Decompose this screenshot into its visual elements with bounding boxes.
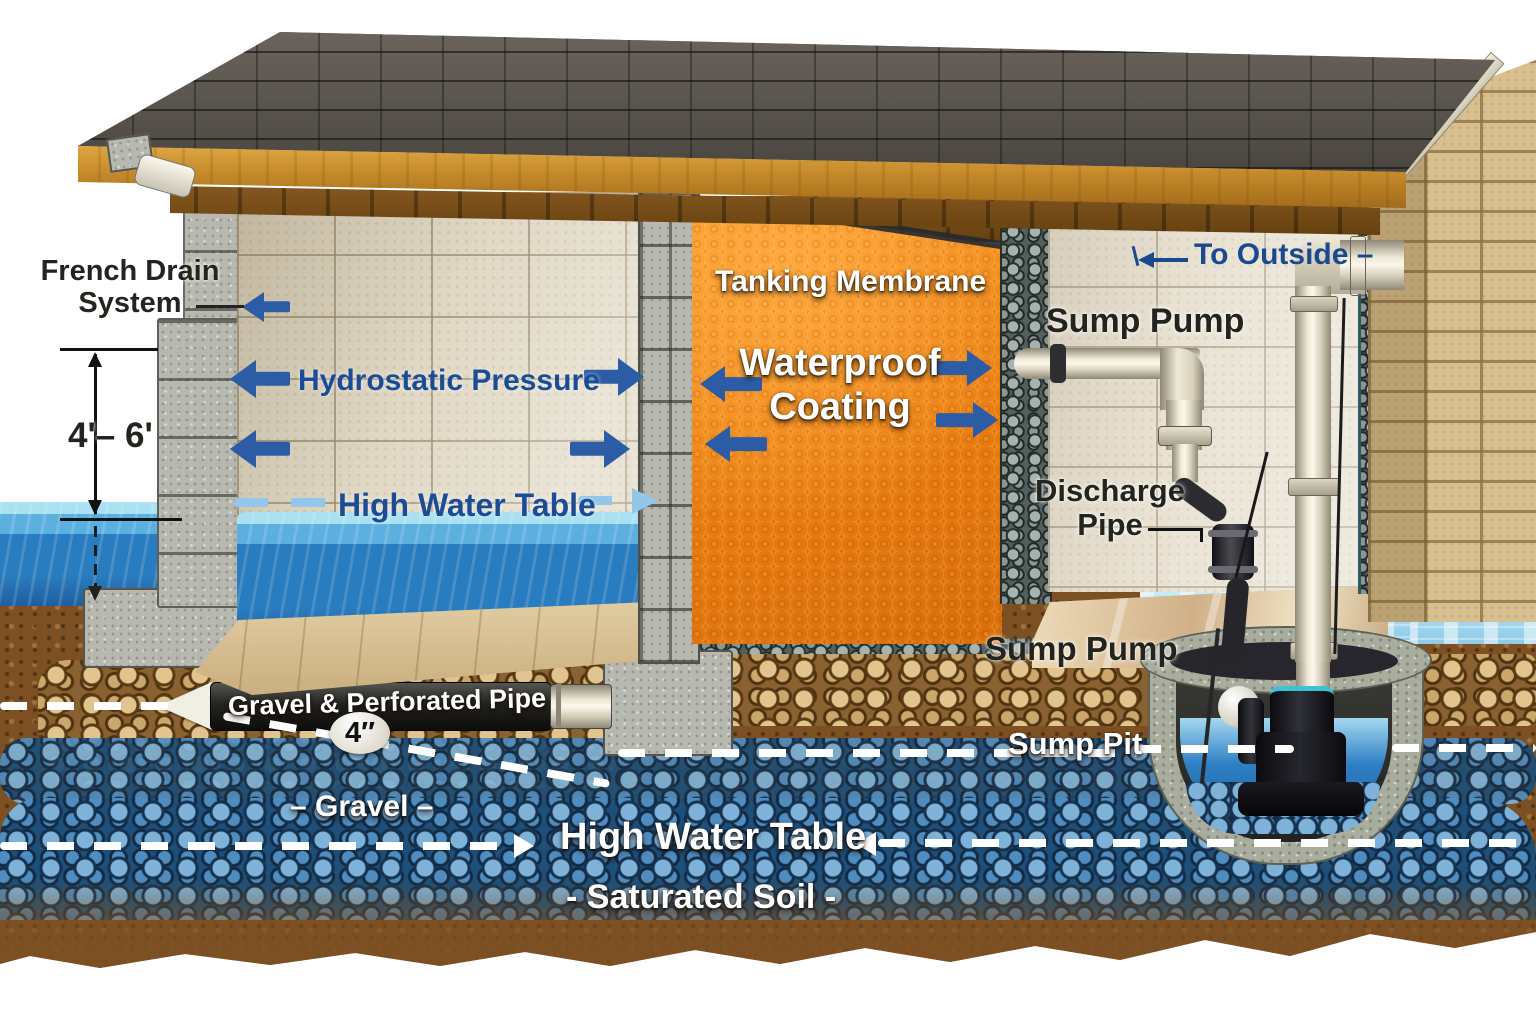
french-drain-label: French Drain System [30, 255, 230, 320]
dim-tick-top [60, 348, 158, 351]
outlet-elbow [1160, 348, 1204, 410]
pipe-ring [556, 684, 561, 727]
valve-clamp-bottom [1208, 566, 1258, 573]
valve-clamp-top [1208, 530, 1258, 537]
water-table-dash-left [0, 842, 512, 850]
coating-arrow-right1-icon [930, 350, 992, 386]
dashed-line-far-right [1392, 744, 1536, 752]
roof [78, 32, 1495, 172]
discharge-leader-h [1148, 528, 1202, 531]
pit-rim-opening [1170, 642, 1398, 680]
saturated-soil-label: - Saturated Soil - [566, 878, 837, 916]
hwt-interior-dash-right [578, 496, 632, 505]
hydrostatic-arrow-left1-icon [230, 360, 290, 398]
sump-pit [1140, 560, 1432, 870]
water-table-dash-right [878, 839, 1536, 847]
riser-collar-lower [1288, 478, 1340, 496]
to-outside-arrow-icon [1138, 252, 1154, 268]
pipe-diameter-badge: 4″ [330, 712, 390, 754]
hydrostatic-arrow-left2-icon [230, 430, 290, 468]
gravel-label: – Gravel – [290, 790, 434, 823]
sump-pump-unit-base [1238, 782, 1364, 816]
outlet-flange [1158, 426, 1212, 446]
left-basement-wall [237, 192, 643, 574]
dashed-line-into-pit [1134, 745, 1294, 753]
french-drain-arrow-icon [242, 292, 290, 322]
coating-arrow-left2-icon [705, 426, 767, 462]
saturated-fade [0, 878, 1536, 968]
drainage-board-strip [1000, 222, 1052, 604]
left-wall-shading [237, 192, 643, 574]
discharge-line2: Pipe [1077, 507, 1143, 543]
center-block-column [638, 190, 700, 664]
waterproof-coating-label: Waterproof Coating [728, 342, 952, 429]
hydrostatic-arrow-right2-icon [570, 430, 630, 468]
wall-stub-collar [1350, 236, 1366, 296]
footing-center [603, 650, 733, 756]
to-outside-suffix: – [1356, 238, 1374, 271]
sump-pit-label: Sump Pit [1008, 726, 1143, 761]
waterproof-line2: Coating [769, 385, 911, 428]
french-drain-leader [196, 305, 244, 308]
hydrostatic-pressure-label: Hydrostatic Pressure [298, 364, 600, 397]
hwt-interior-arrow-icon [632, 488, 658, 514]
hwt-interior-dash-left [234, 498, 334, 507]
riser-collar-upper [1290, 296, 1338, 312]
to-outside-text: To Outside [1194, 238, 1349, 271]
coating-arrow-right2-icon [936, 402, 998, 438]
dashed-line-left-upper [0, 702, 170, 710]
tanking-membrane-label: Tanking Membrane [715, 265, 987, 298]
dim-arrow-down2-icon [88, 586, 102, 601]
water-table-arrow-left-icon [856, 832, 876, 856]
pipe-diameter-label: 4″ [344, 716, 376, 749]
to-outside-line [1152, 258, 1188, 262]
french-drain-line1: French Drain [40, 255, 220, 287]
coating-arrow-left1-icon [700, 366, 762, 402]
depth-range-label: 4'– 6' [68, 416, 153, 455]
dim-tick-bottom [60, 518, 182, 521]
discharge-riser [1295, 286, 1331, 662]
dim-dashed-extension [94, 526, 97, 588]
dim-arrow-up-icon [88, 352, 102, 367]
to-outside-label: To Outside – [1194, 238, 1373, 272]
french-drain-line2: System [78, 286, 182, 319]
high-water-table-ground-label: High Water Table [560, 816, 867, 858]
sump-pump-upper-label: Sump Pump [1046, 302, 1245, 340]
french-drain-column [157, 318, 241, 608]
discharge-line1: Discharge [1035, 473, 1185, 508]
dim-arrow-down-icon [88, 500, 102, 515]
water-table-arrow-right-icon [514, 834, 534, 858]
sump-pump-unit-body [1256, 732, 1346, 788]
outlet-pipe-collar [1050, 344, 1066, 383]
discharge-leader-v [1200, 528, 1203, 542]
hydrostatic-arrow-right1-icon [584, 358, 644, 396]
high-water-table-interior-label: High Water Table [338, 487, 596, 523]
sump-pump-unit-top [1270, 686, 1334, 741]
sump-pump-lower-label: Sump Pump [985, 630, 1178, 667]
dim-line [94, 354, 97, 514]
discharge-pipe-label: Discharge Pipe [1030, 473, 1190, 543]
outlet-neck [1172, 444, 1198, 482]
waterproof-line1: Waterproof [739, 342, 941, 384]
dashed-line-mid-right [618, 749, 1138, 757]
